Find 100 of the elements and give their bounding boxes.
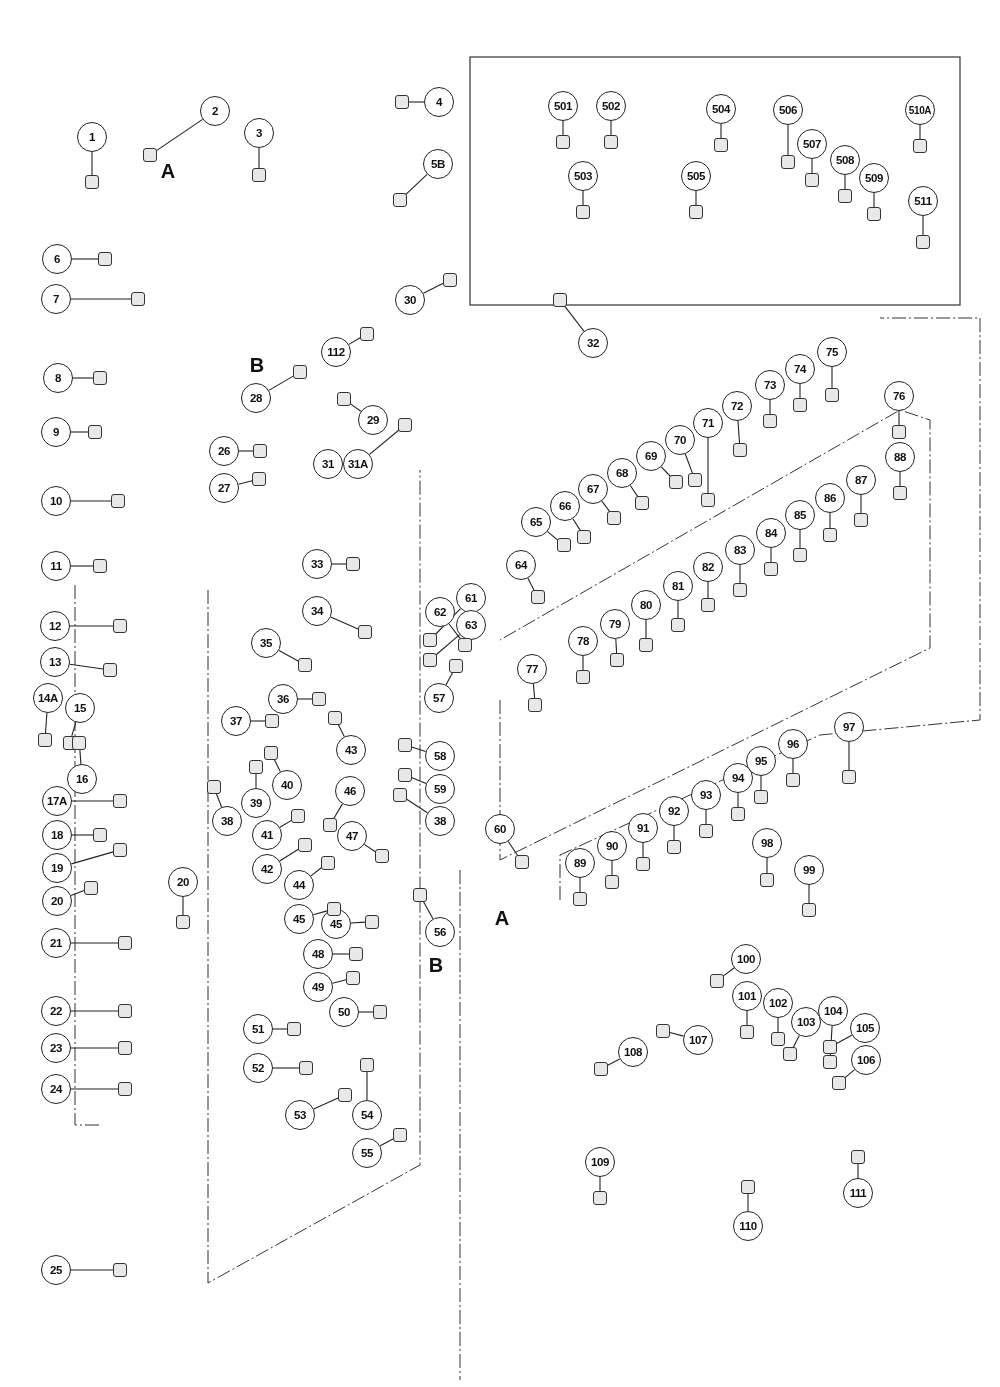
- callout-number: 511: [908, 186, 938, 216]
- reference-letter: B: [428, 953, 444, 977]
- leader-line: [70, 1010, 119, 1012]
- leader-line: [677, 600, 679, 619]
- part-outline: [323, 818, 337, 832]
- callout-number: 505: [681, 161, 711, 191]
- leader-line: [615, 638, 618, 654]
- callout-number: 43: [336, 735, 366, 765]
- leader-line: [312, 910, 328, 916]
- reference-letter: A: [160, 159, 176, 183]
- leader-line: [899, 471, 901, 487]
- callout-number: 18: [42, 820, 72, 850]
- leader-line: [705, 809, 707, 825]
- leader-line: [546, 531, 559, 542]
- callout-number: 501: [548, 91, 578, 121]
- leader-line: [799, 529, 801, 549]
- part-outline: [842, 770, 856, 784]
- part-outline: [793, 398, 807, 412]
- callout-number: 31A: [343, 449, 373, 479]
- part-outline: [733, 583, 747, 597]
- callout-number: 33: [302, 549, 332, 579]
- leader-line: [707, 437, 709, 494]
- callout-number: 46: [335, 776, 365, 806]
- leader-line: [404, 173, 428, 196]
- part-outline: [741, 1180, 755, 1194]
- part-outline: [634, 495, 649, 510]
- callout-number: 44: [284, 870, 314, 900]
- part-outline: [607, 510, 622, 525]
- part-outline: [93, 828, 107, 842]
- part-outline: [838, 189, 852, 203]
- callout-number: 29: [358, 405, 388, 435]
- part-outline: [671, 618, 685, 632]
- part-outline: [393, 1128, 407, 1142]
- callout-number: 10: [41, 486, 71, 516]
- callout-number: 68: [607, 458, 637, 488]
- callout-number: 16: [67, 764, 97, 794]
- leader-line: [448, 623, 462, 640]
- leader-line: [669, 1031, 685, 1037]
- callout-number: 38: [212, 806, 242, 836]
- part-outline: [802, 903, 816, 917]
- part-outline: [398, 418, 412, 432]
- leader-line: [79, 749, 82, 765]
- reference-letter: A: [494, 906, 510, 930]
- leader-line: [606, 1058, 621, 1066]
- part-outline: [448, 659, 463, 674]
- part-outline: [786, 773, 800, 787]
- leader-line: [642, 842, 644, 858]
- leader-line: [579, 877, 581, 893]
- callout-number: 110: [733, 1211, 763, 1241]
- leader-line: [857, 1163, 859, 1179]
- leader-line: [746, 1010, 748, 1026]
- callout-number: 50: [329, 997, 359, 1027]
- callout-number: 98: [752, 828, 782, 858]
- leader-line: [331, 979, 347, 984]
- leader-line: [720, 123, 722, 139]
- part-outline: [892, 425, 906, 439]
- leader-line: [611, 860, 613, 876]
- leader-line: [273, 758, 281, 773]
- part-outline: [913, 139, 927, 153]
- leader-line: [792, 1034, 800, 1049]
- callout-number: 35: [251, 628, 281, 658]
- leader-line: [70, 500, 112, 502]
- callout-number: 105: [850, 1013, 880, 1043]
- part-outline: [701, 493, 715, 507]
- callout-number: 30: [395, 285, 425, 315]
- leader-line: [829, 512, 831, 529]
- leader-line: [766, 857, 768, 874]
- part-outline: [395, 95, 409, 109]
- leader-line: [332, 803, 343, 820]
- leader-line: [272, 1067, 300, 1069]
- callout-number: 42: [252, 854, 282, 884]
- part-outline: [423, 633, 437, 647]
- part-outline: [639, 638, 653, 652]
- leader-line: [358, 1011, 374, 1013]
- callout-number: 103: [791, 1007, 821, 1037]
- part-outline: [530, 589, 545, 604]
- leader-line: [737, 792, 739, 808]
- leader-line: [363, 843, 377, 853]
- leader-line: [70, 565, 94, 567]
- callout-number: 54: [352, 1100, 382, 1130]
- leader-line: [182, 896, 184, 916]
- leader-line: [348, 402, 362, 412]
- callout-number: 15: [65, 693, 95, 723]
- leader-line: [737, 420, 741, 444]
- part-outline: [754, 790, 768, 804]
- part-outline: [98, 252, 112, 266]
- leader-line: [848, 741, 850, 771]
- callout-number: 6: [42, 244, 72, 274]
- leader-line: [599, 1176, 601, 1192]
- leader-line: [70, 431, 89, 433]
- part-outline: [831, 1076, 846, 1091]
- callout-number: 24: [41, 1074, 71, 1104]
- leader-line: [601, 500, 611, 513]
- part-outline: [252, 168, 266, 182]
- callout-number: 39: [241, 788, 271, 818]
- callout-number: 84: [756, 518, 786, 548]
- callout-number: 48: [303, 939, 333, 969]
- part-outline: [851, 1150, 865, 1164]
- part-outline: [143, 148, 157, 162]
- part-outline: [604, 135, 618, 149]
